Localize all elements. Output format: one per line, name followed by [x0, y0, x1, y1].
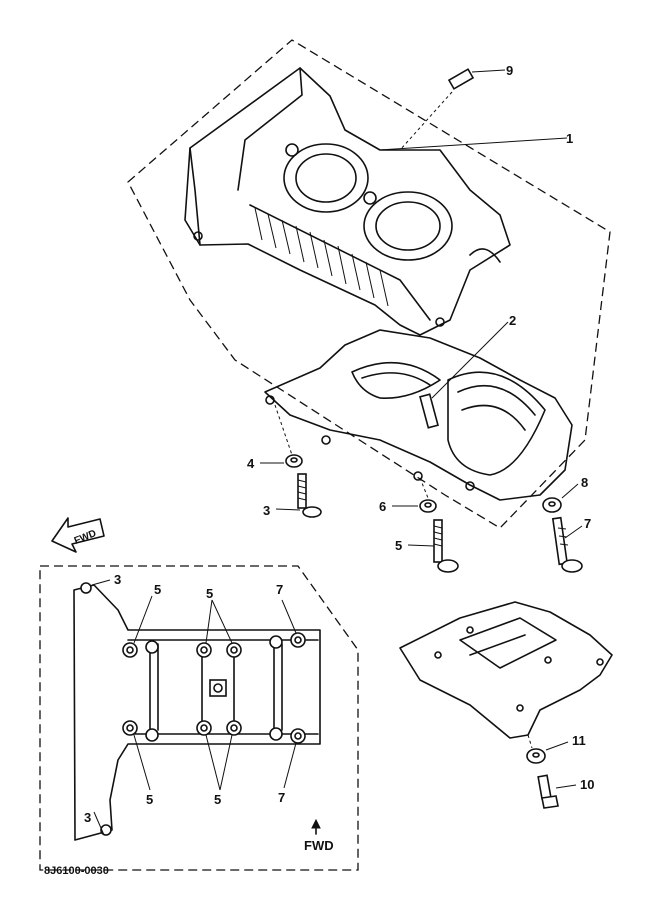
callout-8: 8 [581, 475, 588, 490]
detail-callout-7-bottom: 7 [278, 790, 285, 805]
fwd-arrow-lower: FWD [304, 818, 334, 853]
fwd-arrow-upper: FWD [51, 517, 105, 553]
part-6-washer [392, 477, 437, 513]
detail-callout-7-top: 7 [276, 582, 283, 597]
crankcase-lower-half [264, 321, 573, 501]
callout-6: 6 [379, 499, 386, 514]
part-4-washer [260, 404, 303, 468]
svg-text:FWD: FWD [73, 528, 98, 547]
part-10-bolt [537, 774, 577, 809]
callout-1: 1 [566, 131, 573, 146]
part-3-bolt [275, 473, 322, 518]
part-5-bolt [407, 519, 459, 573]
detail-callout-5-bottom-left: 5 [146, 792, 153, 807]
callout-7: 7 [584, 516, 591, 531]
assembly-boundary-upper [127, 39, 611, 529]
callout-3: 3 [263, 503, 270, 518]
part-9-fitting [399, 68, 506, 151]
svg-text:FWD: FWD [304, 838, 334, 853]
detail-callout-3-top: 3 [114, 572, 121, 587]
detail-callout-5-top-center: 5 [206, 586, 213, 601]
detail-callout-3-bottom: 3 [84, 810, 91, 825]
cover-plate [399, 601, 613, 749]
part-11-nut [526, 741, 569, 764]
crankcase-upper-half [184, 67, 511, 336]
detail-callout-5-top-left: 5 [154, 582, 161, 597]
callout-5: 5 [395, 538, 402, 553]
bolt-layout-boundary [39, 565, 359, 871]
detail-callout-5-bottom-center: 5 [214, 792, 221, 807]
callout-10: 10 [580, 777, 594, 792]
callout-9: 9 [506, 63, 513, 78]
part-7-bolt [551, 516, 583, 573]
part-8-washer [542, 483, 579, 513]
callout-2: 2 [509, 313, 516, 328]
callout-4: 4 [247, 456, 255, 471]
bolt-pattern-plan-view [73, 579, 321, 841]
reference-code: 8J6100-0030 [44, 865, 109, 877]
callout-11: 11 [572, 733, 586, 748]
